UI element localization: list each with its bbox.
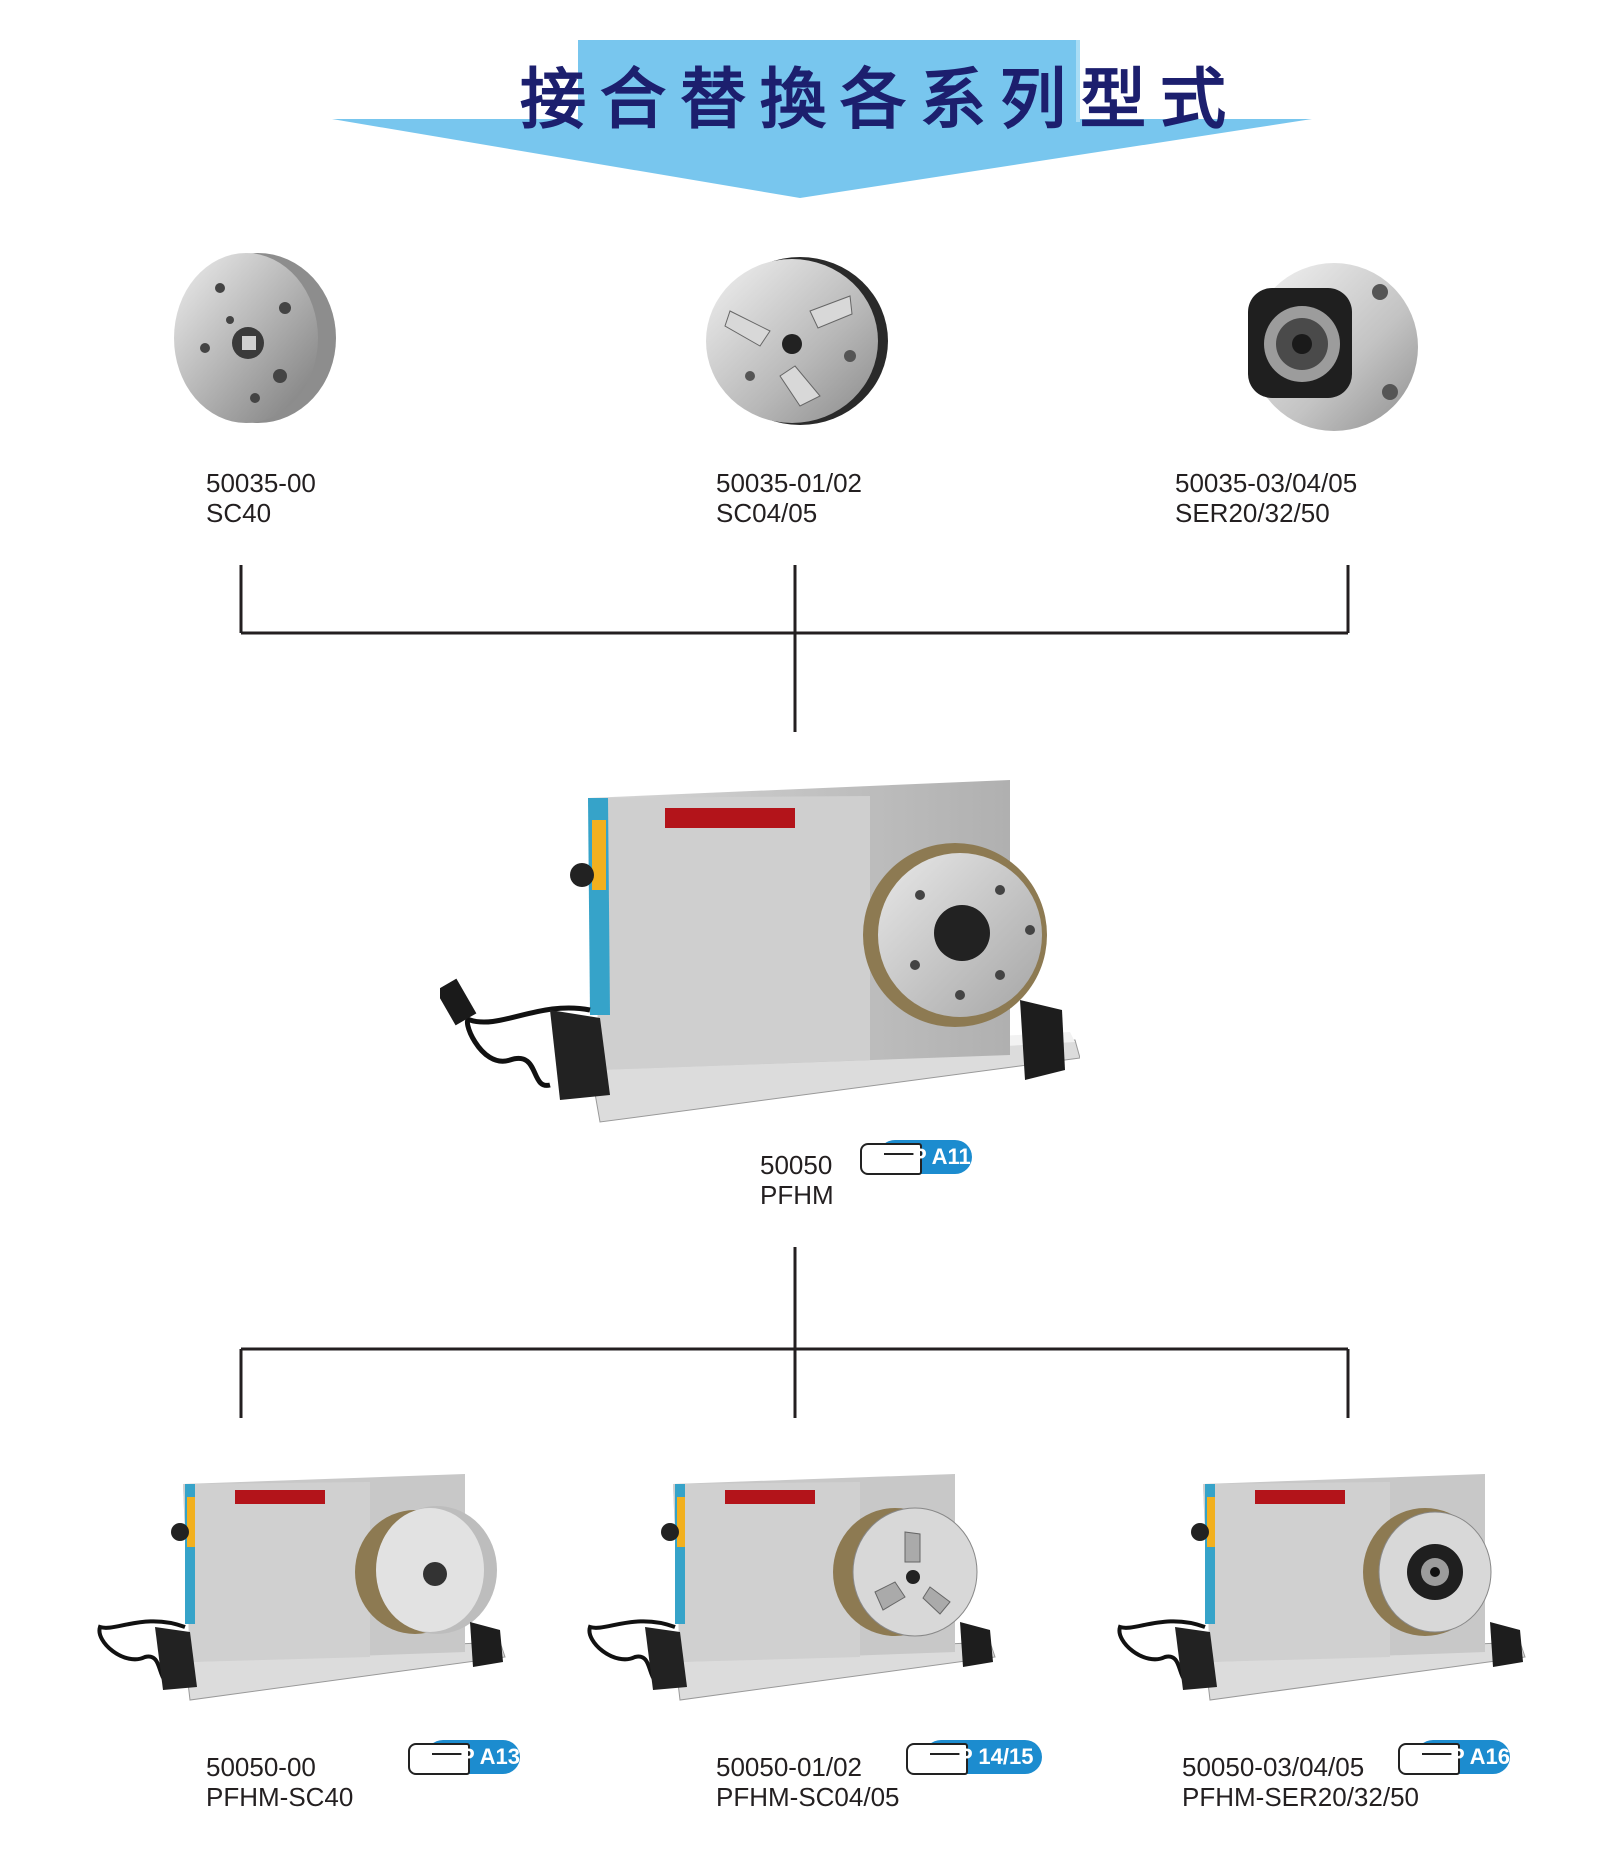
page-badge-center[interactable]: P A11 bbox=[860, 1140, 972, 1175]
flat-flange-chuck-image bbox=[174, 253, 336, 423]
product-name: SER20/32/50 bbox=[1175, 498, 1330, 528]
pointing-hand-icon bbox=[1398, 1743, 1460, 1775]
product-name: SC04/05 bbox=[716, 498, 818, 528]
indexer-flat-chuck-image bbox=[97, 1474, 506, 1701]
product-code: 50050-00 bbox=[206, 1752, 316, 1782]
pointing-hand-icon bbox=[408, 1743, 470, 1775]
page-badge-14-15[interactable]: P 14/15 bbox=[906, 1740, 1042, 1775]
top-item-label-sc40: 50035-00 SC40 bbox=[206, 468, 316, 528]
product-name: PFHM-SER20/32/50 bbox=[1182, 1782, 1419, 1812]
badge-page-ref: P A13 bbox=[460, 1744, 520, 1769]
product-code: 50050-01/02 bbox=[716, 1752, 863, 1782]
pointing-hand-icon bbox=[906, 1743, 968, 1775]
three-jaw-chuck-image bbox=[706, 257, 888, 425]
page-badge-a13[interactable]: P A13 bbox=[408, 1740, 520, 1775]
title-banner-arrow bbox=[332, 40, 1312, 198]
product-name: PFHM-SC40 bbox=[206, 1782, 354, 1812]
product-code: 50035-00 bbox=[206, 468, 316, 498]
product-name: SC40 bbox=[206, 498, 272, 528]
pointing-hand-icon bbox=[860, 1143, 922, 1175]
indexer-collet-chuck-image bbox=[1117, 1474, 1526, 1701]
product-code: 50050-03/04/05 bbox=[1182, 1752, 1365, 1782]
product-name: PFHM bbox=[760, 1180, 834, 1210]
page-badge-a16[interactable]: P A16 bbox=[1398, 1740, 1510, 1775]
badge-page-ref: P A16 bbox=[1450, 1744, 1510, 1769]
product-code: 50050 bbox=[760, 1150, 833, 1180]
page-title: 接合替換各系列型式 bbox=[520, 61, 1240, 138]
product-code: 50035-03/04/05 bbox=[1175, 468, 1358, 498]
collet-chuck-image bbox=[1248, 263, 1418, 431]
badge-page-ref: P 14/15 bbox=[958, 1744, 1034, 1769]
top-item-label-sc04-05: 50035-01/02 SC04/05 bbox=[716, 468, 862, 528]
product-code: 50035-01/02 bbox=[716, 468, 863, 498]
indexer-jaw-chuck-image bbox=[587, 1474, 996, 1701]
bottom-item-label-pfhm-ser: 50050-03/04/05 PFHM-SER20/32/50 bbox=[1182, 1752, 1419, 1812]
center-item-label-pfhm: 50050 PFHM bbox=[760, 1150, 834, 1210]
bottom-item-label-pfhm-sc40: 50050-00 PFHM-SC40 bbox=[206, 1752, 353, 1812]
badge-page-ref: P A11 bbox=[912, 1144, 971, 1169]
bottom-item-label-pfhm-sc04-05: 50050-01/02 PFHM-SC04/05 bbox=[716, 1752, 900, 1812]
product-name: PFHM-SC04/05 bbox=[716, 1782, 900, 1812]
indexer-base-image bbox=[440, 780, 1080, 1123]
top-item-label-ser: 50035-03/04/05 SER20/32/50 bbox=[1175, 468, 1357, 528]
